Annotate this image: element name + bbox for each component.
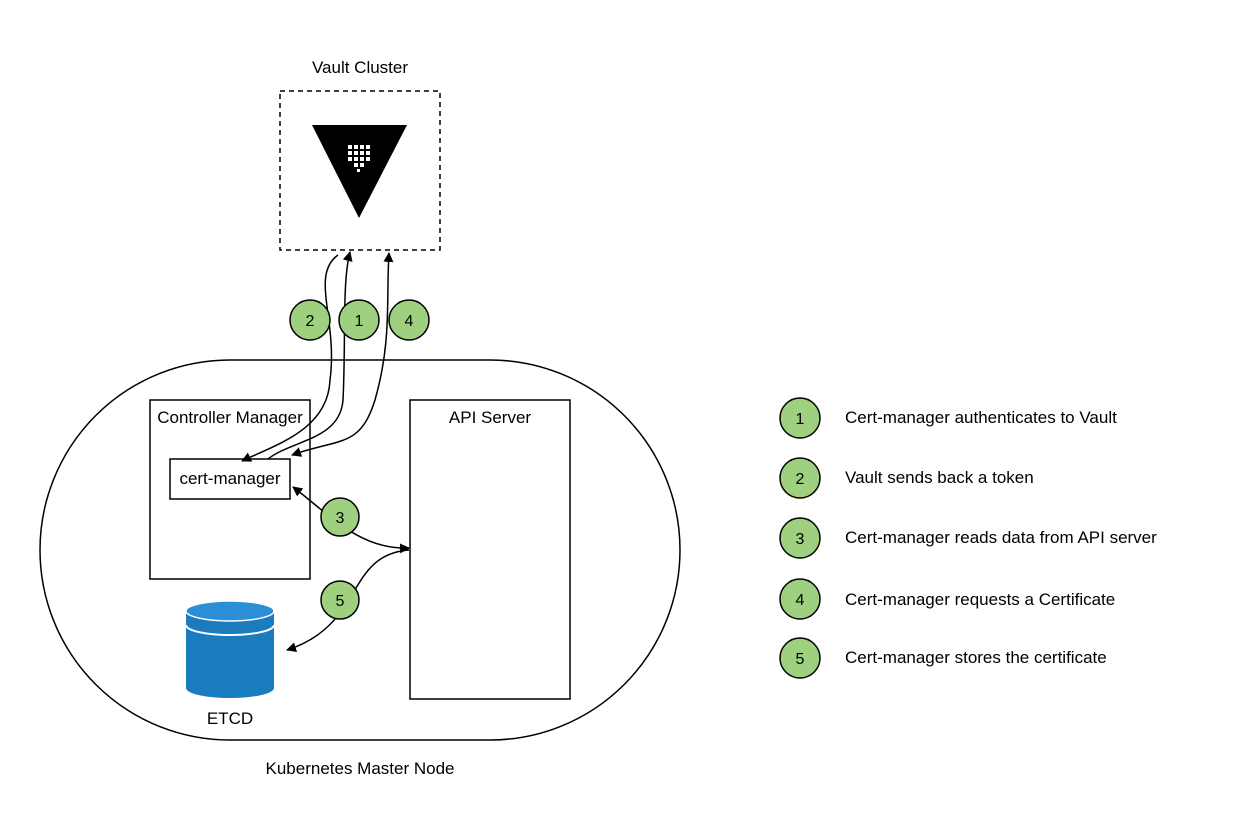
controller-manager-label: Controller Manager [157, 408, 303, 427]
svg-text:3: 3 [336, 510, 345, 527]
flow-arrow-4 [291, 252, 394, 457]
legend-number: 4 [796, 592, 805, 609]
api-server-label: API Server [449, 408, 532, 427]
vault-cluster-box [279, 90, 441, 251]
cert-manager-label: cert-manager [179, 469, 280, 488]
master-node-label: Kubernetes Master Node [266, 759, 455, 778]
svg-text:5: 5 [336, 593, 345, 610]
etcd-label: ETCD [207, 709, 253, 728]
legend-item: 1 Cert-manager authenticates to Vault [779, 397, 1117, 439]
legend-number: 3 [796, 531, 805, 548]
legend-text: Cert-manager requests a Certificate [845, 590, 1115, 609]
legend-text: Vault sends back a token [845, 468, 1034, 487]
legend-item: 2 Vault sends back a token [779, 457, 1034, 499]
flow-badge-5: 5 [320, 580, 360, 620]
vault-logo-icon [312, 125, 407, 218]
api-server-box [409, 399, 571, 700]
kubernetes-master-node [39, 359, 681, 741]
legend-text: Cert-manager authenticates to Vault [845, 408, 1117, 427]
flow-badge-2: 2 [289, 299, 331, 341]
legend-item: 3 Cert-manager reads data from API serve… [779, 517, 1157, 559]
cert-manager-box [169, 458, 291, 500]
legend-text: Cert-manager reads data from API server [845, 528, 1157, 547]
legend: 1 Cert-manager authenticates to Vault 2 … [779, 397, 1157, 679]
svg-text:2: 2 [306, 313, 315, 330]
svg-text:1: 1 [355, 313, 364, 330]
database-icon [185, 600, 275, 698]
legend-item: 4 Cert-manager requests a Certificate [779, 578, 1115, 620]
flow-badge-1: 1 [338, 299, 380, 341]
legend-text: Cert-manager stores the certificate [845, 648, 1107, 667]
legend-number: 2 [796, 471, 805, 488]
legend-number: 1 [796, 411, 805, 428]
legend-item: 5 Cert-manager stores the certificate [779, 637, 1107, 679]
vault-cluster-title: Vault Cluster [312, 58, 408, 77]
svg-text:4: 4 [405, 313, 414, 330]
legend-number: 5 [796, 651, 805, 668]
flow-badge-3: 3 [320, 497, 360, 537]
flow-badge-4: 4 [388, 299, 430, 341]
